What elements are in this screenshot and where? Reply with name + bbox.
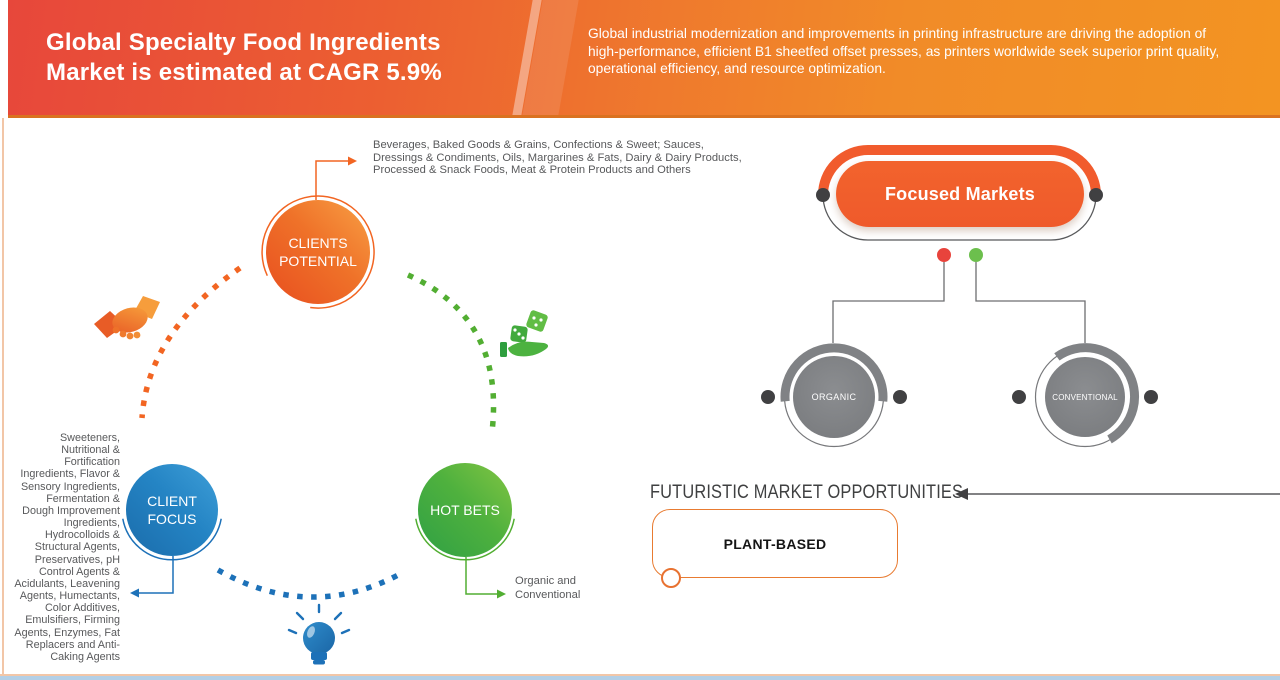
focused-markets-top-arc	[818, 145, 1101, 196]
page-title-line1: Global Specialty Food Ingredients	[46, 29, 441, 56]
focused-markets-pill: Focused Markets	[836, 161, 1084, 227]
lightbulb-icon	[287, 603, 351, 665]
page-border-left	[2, 118, 4, 675]
opportunities-arrowhead	[955, 488, 968, 500]
hot-bets-label: HOT BETS	[430, 502, 500, 518]
page-title-line2: Market is estimated at CAGR 5.9%	[46, 59, 442, 86]
hot-bets-ring	[415, 518, 515, 561]
client-focus-connector	[139, 556, 174, 594]
conventional-left-dot	[1012, 390, 1026, 404]
client-focus-ring	[122, 518, 222, 561]
clients-potential-arrowhead	[348, 156, 357, 166]
plant-based-corner-dot	[661, 568, 681, 588]
handshake-icon	[94, 296, 160, 340]
opportunities-heading: FUTURISTIC MARKET OPPORTUNITIES	[650, 481, 964, 503]
conventional-branch-dot	[969, 248, 983, 262]
dotted-arc-orange	[139, 265, 242, 419]
client-focus-annotation: Sweeteners, Nutritional & Fortification …	[14, 432, 120, 663]
client-focus-bubble: CLIENT FOCUS	[126, 464, 218, 556]
conventional-thick-arc	[1054, 343, 1140, 444]
clients-potential-connector	[315, 160, 348, 200]
focused-markets-outline	[822, 194, 1097, 241]
conventional-bubble: CONVENTIONAL	[1045, 357, 1125, 437]
header-description: Global industrial modernization and impr…	[588, 26, 1220, 77]
organic-bubble: ORGANIC	[793, 356, 875, 438]
clients-potential-bubble: CLIENTS POTENTIAL	[266, 200, 370, 304]
organic-branch-dot	[937, 248, 951, 262]
header-banner: Global Specialty Food Ingredients Market…	[8, 0, 1280, 118]
organic-right-dot	[893, 390, 907, 404]
focused-markets-right-dot	[1089, 188, 1103, 202]
organic-left-dot	[761, 390, 775, 404]
hot-bets-connector	[465, 557, 497, 595]
plant-based-label: PLANT-BASED	[723, 535, 827, 552]
dotted-arc-green	[406, 272, 497, 433]
dotted-arc-blue	[216, 567, 402, 600]
dice-hand-icon	[500, 310, 549, 357]
conventional-label: CONVENTIONAL	[1052, 392, 1118, 402]
focused-markets-left-dot	[816, 188, 830, 202]
plant-based-box: PLANT-BASED	[652, 509, 898, 578]
page-bottom-bar	[0, 676, 1280, 680]
page-title: Global Specialty Food Ingredients Market…	[46, 28, 506, 88]
conventional-branch-line	[975, 262, 1086, 343]
clients-potential-annotation: Beverages, Baked Goods & Grains, Confect…	[373, 139, 742, 177]
focused-markets-title: Focused Markets	[884, 183, 1036, 204]
hot-bets-bubble: HOT BETS	[418, 463, 512, 557]
hot-bets-annotation: Organic and Conventional	[515, 575, 581, 601]
clients-potential-ring	[261, 195, 375, 309]
organic-label: ORGANIC	[811, 392, 857, 402]
organic-thick-arc	[780, 343, 888, 402]
organic-branch-line	[832, 262, 945, 343]
conventional-right-dot	[1144, 390, 1158, 404]
client-focus-arrowhead	[130, 588, 139, 598]
clients-potential-label: CLIENTS POTENTIAL	[279, 235, 357, 269]
client-focus-label: CLIENT FOCUS	[147, 493, 197, 527]
hot-bets-arrowhead	[497, 589, 506, 599]
page-border-bottom	[0, 674, 1280, 676]
